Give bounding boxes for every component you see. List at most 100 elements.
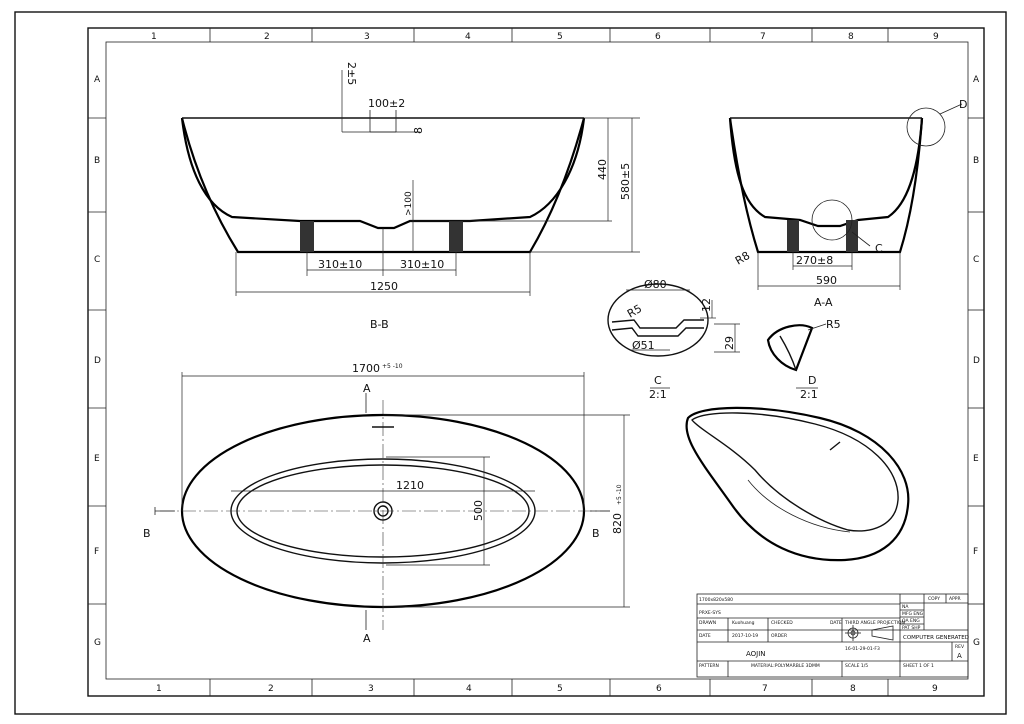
- dim-c-height-12: 12: [700, 298, 713, 312]
- col-label-bottom-3: 3: [368, 684, 374, 694]
- label-section-b-left: B: [143, 527, 151, 540]
- dim-lines-bb-feet: [235, 228, 531, 296]
- tb-copy-label: COPY: [928, 596, 940, 602]
- col-label-bottom-2: 2: [268, 684, 274, 694]
- dim-bb-foot-left: 310±10: [318, 258, 362, 271]
- dim-lines-plan: [181, 372, 630, 608]
- dim-bb-foot-right: 310±10: [400, 258, 444, 271]
- isometric-view: [685, 406, 910, 562]
- tb-date-label: DATE: [699, 633, 711, 639]
- dim-bb-total-height: 580±5: [619, 163, 632, 200]
- third-angle-projection-icon: [845, 625, 894, 641]
- label-section-a-bottom: A: [363, 632, 371, 645]
- dim-c-radius: R5: [625, 302, 644, 321]
- dim-plan-length-tol: +5 -10: [382, 363, 403, 370]
- label-detail-c-scale: 2:1: [649, 388, 667, 401]
- row-label-left-a: A: [94, 75, 101, 85]
- tb-rev-label: REV: [955, 644, 965, 650]
- callout-aa-d: D: [959, 98, 967, 111]
- tb-scale-label: SCALE 1/5: [845, 663, 868, 669]
- dim-bb-overflow-width: 100±2: [368, 97, 405, 110]
- tb-drawn-value: Kuohuang: [732, 620, 755, 626]
- col-label-bottom-5: 5: [557, 684, 563, 694]
- dim-bb-drain-height: >100: [404, 191, 414, 216]
- callout-aa-c: C: [875, 242, 883, 255]
- dim-plan-inner-width: 500: [472, 500, 485, 521]
- dim-plan-inner-length: 1210: [396, 479, 424, 492]
- col-label-bottom-9: 9: [932, 684, 938, 694]
- tb-material-label: MATERIAL:POLYMARBLE 3DMM: [751, 663, 820, 669]
- dim-aa-base-width: 590: [816, 274, 837, 287]
- detail-d-view: [766, 323, 827, 389]
- plan-view: [154, 393, 610, 630]
- tb-rev-value: A: [957, 652, 962, 660]
- label-section-a-top: A: [363, 382, 371, 395]
- dim-d-radius: R5: [826, 318, 841, 331]
- dim-bb-base-length: 1250: [370, 280, 398, 293]
- section-bb-view: [180, 70, 586, 254]
- row-label-left-b: B: [94, 156, 100, 166]
- col-label-top-9: 9: [933, 32, 939, 42]
- title-block: [696, 593, 969, 678]
- row-label-left-d: D: [94, 356, 101, 366]
- col-label-bottom-4: 4: [466, 684, 472, 694]
- dim-plan-width: 820: [611, 513, 624, 534]
- dim-aa-radius: R8: [733, 249, 752, 268]
- col-label-bottom-7: 7: [762, 684, 768, 694]
- col-label-top-1: 1: [151, 32, 157, 42]
- dim-aa-foot-spacing: 270±8: [796, 254, 833, 267]
- label-section-aa: A-A: [814, 296, 833, 309]
- tb-checked-label: CHECKED: [771, 620, 793, 626]
- dim-plan-width-tol: +5 -10: [616, 484, 623, 505]
- tb-rev-row-4: PAT SHP: [902, 625, 921, 631]
- tb-projection: THIRD ANGLE PROJECTION: [844, 620, 905, 626]
- row-label-right-a: A: [973, 75, 980, 85]
- dim-lines-bb-height: [410, 117, 640, 253]
- col-label-top-3: 3: [364, 32, 370, 42]
- label-section-b-right: B: [592, 527, 600, 540]
- row-label-right-b: B: [973, 156, 979, 166]
- row-label-right-g: G: [973, 638, 980, 648]
- col-label-bottom-6: 6: [656, 684, 662, 694]
- tb-sheet-label: SHEET 1 OF 1: [903, 663, 934, 669]
- row-label-right-d: D: [973, 356, 980, 366]
- row-label-left-e: E: [94, 454, 100, 464]
- label-detail-d-letter: D: [808, 374, 816, 387]
- tb-order-label: ORDER: [771, 633, 787, 639]
- dim-bb-overflow-small: 8: [412, 127, 425, 134]
- label-detail-c-letter: C: [654, 374, 662, 387]
- zone-dividers: [88, 28, 984, 696]
- tb-rev-row-1: NA: [902, 604, 909, 610]
- col-label-top-6: 6: [655, 32, 661, 42]
- tb-pattern-label: PATTERN: [699, 663, 719, 669]
- dim-lines-aa: [757, 252, 901, 290]
- row-label-right-f: F: [973, 547, 978, 557]
- tb-appr-label: APPR: [949, 596, 961, 602]
- detail-c-view: [607, 283, 740, 389]
- row-label-right-e: E: [973, 454, 979, 464]
- tb-date-value: 2017-10-19: [732, 633, 758, 639]
- tb-company: AOJIN: [746, 650, 766, 658]
- tb-drawn-label: DRAWN: [699, 620, 716, 626]
- tb-computer-generated: COMPUTER GENERATED: [903, 635, 969, 641]
- col-label-top-4: 4: [465, 32, 471, 42]
- dim-bb-inner-depth: 440: [596, 159, 609, 180]
- col-label-bottom-8: 8: [850, 684, 856, 694]
- col-label-bottom-1: 1: [156, 684, 162, 694]
- tb-rev-row-3: QA ENG: [902, 618, 920, 624]
- tb-date2-label: DATE: [830, 620, 842, 626]
- tb-size: 1700x820x580: [699, 597, 733, 603]
- col-label-top-2: 2: [264, 32, 270, 42]
- dim-c-diameter-top: Ø80: [644, 278, 667, 291]
- section-aa-view: [728, 103, 963, 254]
- dim-c-diameter-bottom: Ø51: [632, 339, 655, 352]
- frame-inner: [105, 41, 969, 680]
- row-label-left-g: G: [94, 638, 101, 648]
- tb-part-no: 16-01-29-01-F3: [845, 646, 880, 652]
- tb-rev-row-2: MFG ENG: [902, 611, 924, 617]
- dim-c-height-29: 29: [723, 336, 736, 350]
- row-label-right-c: C: [973, 255, 979, 265]
- dim-plan-length: 1700: [352, 362, 380, 375]
- sheet-border: [14, 11, 1007, 715]
